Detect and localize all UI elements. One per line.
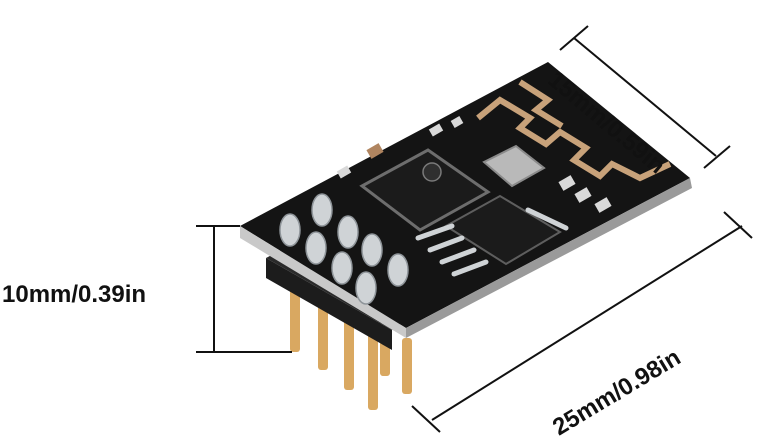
silver-top-pins (279, 193, 409, 305)
smd-components (336, 116, 612, 213)
esp-chip (359, 148, 491, 232)
antenna-trace (476, 79, 672, 182)
crystal-oscillator (482, 144, 546, 188)
flash-chip (415, 194, 569, 277)
height-dimension-label: 10mm/0.39in (2, 281, 147, 308)
dimension-lines (196, 25, 753, 433)
